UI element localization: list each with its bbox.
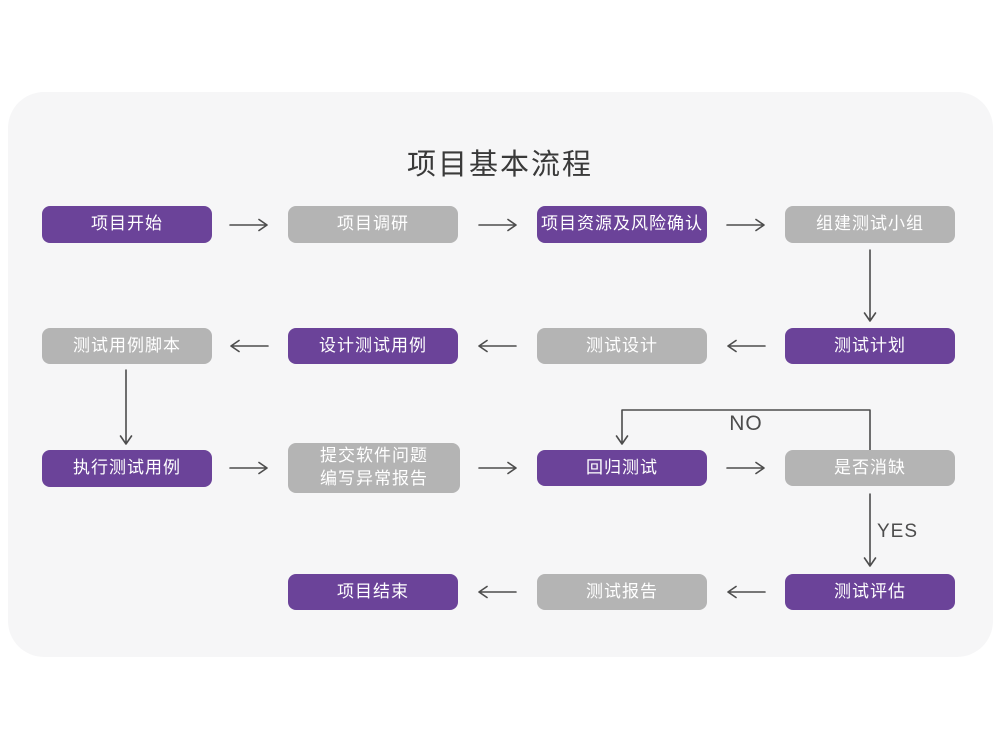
node-test-design: 测试设计 <box>537 328 707 364</box>
node-test-plan: 测试计划 <box>785 328 955 364</box>
node-test-case-scripts: 测试用例脚本 <box>42 328 212 364</box>
node-resources-risk: 项目资源及风险确认 <box>537 206 707 243</box>
node-execute-test-cases: 执行测试用例 <box>42 450 212 487</box>
node-project-research: 项目调研 <box>288 206 458 243</box>
flowchart-card-background <box>8 92 993 657</box>
node-test-report: 测试报告 <box>537 574 707 610</box>
edge-label-no: NO <box>729 412 763 435</box>
node-project-start: 项目开始 <box>42 206 212 243</box>
node-build-test-team: 组建测试小组 <box>785 206 955 243</box>
node-project-end: 项目结束 <box>288 574 458 610</box>
page-title: 项目基本流程 <box>406 149 593 181</box>
node-test-evaluation: 测试评估 <box>785 574 955 610</box>
node-design-test-cases: 设计测试用例 <box>288 328 458 364</box>
edge-label-yes: YES <box>877 521 919 542</box>
node-regression-test: 回归测试 <box>537 450 707 486</box>
node-submit-issue-report: 提交软件问题 编写异常报告 <box>288 443 460 493</box>
node-defect-resolved: 是否消缺 <box>785 450 955 486</box>
